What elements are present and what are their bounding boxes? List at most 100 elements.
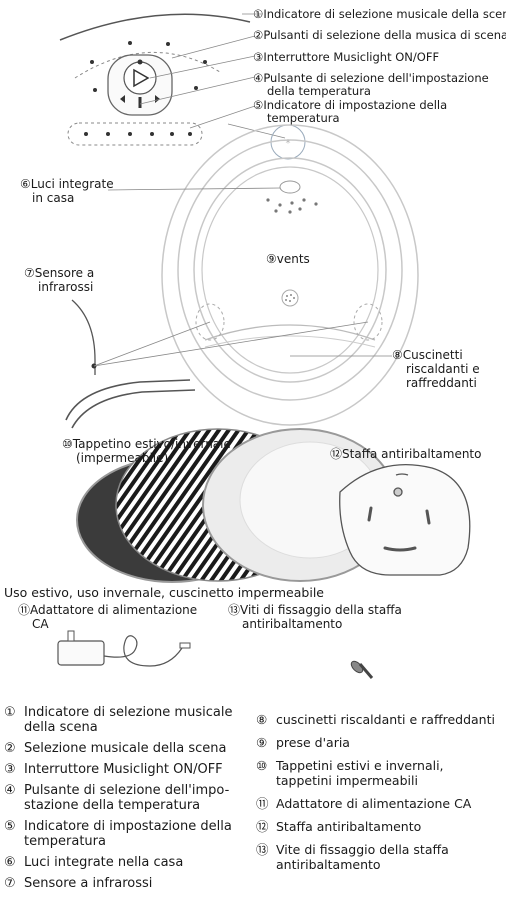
legend-number: ⑤ [4, 819, 24, 849]
callout-text: raffreddanti [392, 376, 477, 390]
legend-text: Pulsante di selezione dell'impo-stazione… [24, 783, 244, 813]
infrared-sensor-arm [66, 300, 368, 428]
callout-text: antiribaltamento [228, 617, 342, 631]
callout-12: ⑫Staffa antiribaltamento [330, 447, 481, 461]
callout-text: temperatura [253, 111, 340, 125]
callout-6: ⑥Luci integrate in casa [20, 177, 114, 205]
callout-text: Tappetino estivo/invernale [73, 437, 231, 451]
callout-number: ⑥ [20, 177, 31, 191]
callout-number: ⑨ [266, 252, 277, 266]
callout-number: ① [253, 7, 263, 21]
callout-text: Pulsante di selezione dell'impostazione [263, 71, 488, 85]
legend-text: Sensore a infrarossi [24, 876, 244, 891]
callout-3: ③Interruttore Musiclight ON/OFF [253, 51, 439, 64]
callout-7: ⑦Sensore a infrarossi [24, 266, 94, 294]
callout-text: Sensore a [35, 266, 94, 280]
callout-5: ⑤Indicatore di impostazione della temper… [253, 99, 447, 125]
callout-11: ⑪Adattatore di alimentazione CA [18, 603, 197, 631]
legend-text: Luci integrate nella casa [24, 855, 244, 870]
callout-number: ⑧ [392, 348, 403, 362]
callout-text: (impermeabile) [62, 451, 168, 465]
legend-number: ③ [4, 762, 24, 777]
callout-text: Cuscinetti [403, 348, 463, 362]
legend-number: ⑧ [256, 712, 276, 727]
callout-number: ③ [253, 50, 263, 64]
legend-number: ⑬ [256, 842, 276, 872]
legend-text: prese d'aria [276, 735, 502, 750]
callout-number: ⑤ [253, 98, 263, 112]
callout-4: ④Pulsante di selezione dell'impostazione… [253, 72, 489, 98]
legend-text: Indicatore di impostazione della tempera… [24, 819, 244, 849]
fixing-screw [349, 659, 372, 678]
legend-number: ⑩ [256, 758, 276, 788]
callout-number: ② [253, 28, 263, 42]
legend-text: Interruttore Musiclight ON/OFF [24, 762, 244, 777]
legend-text: cuscinetti riscaldanti e raffreddanti [276, 712, 502, 727]
callout-8: ⑧Cuscinetti riscaldanti e raffreddanti [392, 348, 480, 390]
anti-tip-bracket [340, 465, 470, 575]
callout-text: riscaldanti e [392, 362, 480, 376]
legend-text: Selezione musicale della scena [24, 741, 244, 756]
legend-text: Adattatore di alimentazione CA [276, 796, 502, 811]
callout-number: ④ [253, 71, 263, 85]
callout-text: infrarossi [24, 280, 93, 294]
scene-indicator-arc [60, 14, 250, 40]
legend-text: Indicatore di selezione musicale della s… [24, 705, 244, 735]
callout-text: CA [18, 617, 49, 631]
legend-number: ⑦ [4, 876, 24, 891]
callout-text: Indicatore di selezione musicale della s… [263, 7, 506, 21]
callout-1: ①Indicatore di selezione musicale della … [253, 8, 506, 21]
legend-text: Tappetini estivi e invernali, tappetini … [276, 758, 502, 788]
legend-number: ④ [4, 783, 24, 813]
callout-number: ⑩ [62, 437, 73, 451]
control-panel [108, 55, 172, 115]
temperature-indicator-bar [68, 123, 202, 145]
legend-text: Vite di fissaggio della staffa antiribal… [276, 842, 502, 872]
vents [282, 290, 298, 306]
callout-text: Pulsanti di selezione della musica di sc… [263, 28, 506, 42]
legend-number: ⑥ [4, 855, 24, 870]
legend-number: ⑫ [256, 819, 276, 834]
legend-number: ① [4, 705, 24, 735]
callout-number: ⑦ [24, 266, 35, 280]
callout-text: Interruttore Musiclight ON/OFF [263, 50, 439, 64]
main-body-rings [162, 125, 418, 425]
callout-text: Staffa antiribaltamento [342, 447, 481, 461]
callout-text: Luci integrate [31, 177, 114, 191]
callout-2: ②Pulsanti di selezione della musica di s… [253, 29, 506, 42]
callout-number: ⑪ [18, 603, 30, 617]
legend-number: ⑨ [256, 735, 276, 750]
callout-text: della temperatura [253, 84, 371, 98]
integrated-lights [266, 181, 317, 214]
callout-9: ⑨vents [266, 252, 310, 266]
callout-text: Indicatore di impostazione della [263, 98, 447, 112]
callout-text: vents [277, 252, 310, 266]
mat-caption: Uso estivo, uso invernale, cuscinetto im… [4, 586, 324, 600]
callout-number: ⑫ [330, 447, 342, 461]
callout-text: Viti di fissaggio della staffa [240, 603, 402, 617]
legend-number: ② [4, 741, 24, 756]
ac-adapter [58, 631, 190, 666]
legend-number: ⑪ [256, 796, 276, 811]
callout-text: in casa [20, 191, 74, 205]
legend-text: Staffa antiribaltamento [276, 819, 502, 834]
callout-13: ⑬Viti di fissaggio della staffa antiriba… [228, 603, 402, 631]
callout-text: Adattatore di alimentazione [30, 603, 197, 617]
callout-number: ⑬ [228, 603, 240, 617]
callout-10: ⑩Tappetino estivo/invernale (impermeabil… [62, 437, 231, 465]
